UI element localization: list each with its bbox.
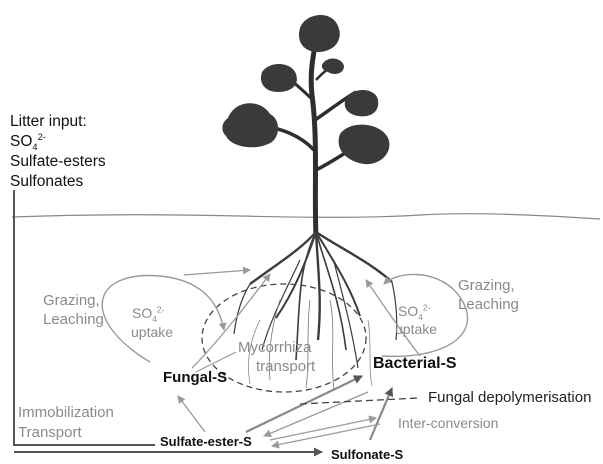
sulfonate-s-pool: Sulfonate-S [331, 448, 403, 463]
so4-subscript: 4 [152, 314, 157, 324]
so4-superscript: 2- [38, 132, 46, 142]
bacterial-s-pool: Bacterial-S [373, 355, 457, 373]
ester-to-fungal-arrow [178, 396, 205, 432]
immobilization-label: Immobilization [18, 405, 114, 422]
so4-text: SO [398, 303, 418, 319]
fungal-to-roots-arrow [184, 270, 250, 275]
so4-text: SO [132, 305, 152, 321]
transport-label: Transport [18, 425, 82, 442]
so4-text: SO [10, 133, 32, 150]
inter-conversion-label: Inter-conversion [398, 416, 498, 432]
soil-surface-line [12, 214, 600, 219]
mycorrhiza-transport-label: transport [256, 359, 315, 376]
left-grazing-label: Grazing, [43, 293, 100, 310]
so4-subscript: 4 [32, 142, 37, 152]
litter-sulfonates-label: Sulfonates [10, 173, 83, 190]
right-uptake-label: uptake [395, 322, 437, 338]
fungal-s-pool: Fungal-S [163, 370, 227, 387]
sulfonate-ester-interconversion-arrow [272, 424, 380, 446]
sulfate-ester-s-pool: Sulfate-ester-S [160, 435, 252, 450]
fungal-depolymerisation-label: Fungal depolymerisation [428, 390, 591, 407]
right-leaching-label: Leaching [458, 297, 519, 314]
left-leaching-label: Leaching [43, 312, 104, 329]
litter-sulfate-esters-label: Sulfate-esters [10, 153, 106, 170]
right-so4-label: SO42- [398, 304, 430, 320]
litter-sulfate-label: SO42- [10, 133, 46, 150]
fungal-depolymerisation-line [300, 398, 418, 404]
left-uptake-label: uptake [131, 325, 173, 341]
so4-superscript: 2- [423, 302, 430, 312]
right-grazing-label: Grazing, [458, 278, 515, 295]
left-so4-label: SO42- [132, 306, 164, 322]
plant-illustration [222, 15, 389, 236]
litter-input-title: Litter input: [10, 113, 87, 130]
mycorrhiza-label: Mycorrhiza [238, 340, 311, 357]
sulfonate-to-bacterial-arrow [370, 388, 392, 440]
so4-superscript: 2- [157, 304, 164, 314]
ester-sulfonate-interconversion-arrow [270, 418, 376, 440]
